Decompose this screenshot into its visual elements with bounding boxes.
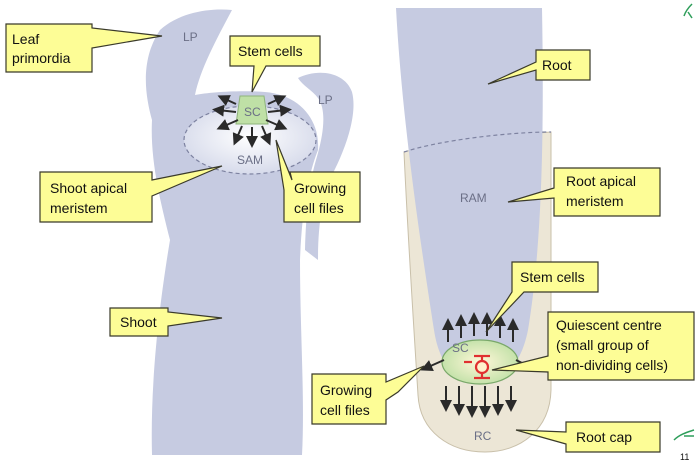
callout-texts: Leaf primordia Stem cells Shoot apical m… [12, 31, 668, 445]
page-number: 11 [680, 452, 689, 462]
callout-root-cap-text: Root cap [576, 429, 632, 445]
label-lp-right: LP [318, 93, 333, 107]
callout-growing-cell-files-root [311, 365, 425, 425]
callout-stem-cells-shoot [229, 35, 321, 93]
callout-quiescent-centre-text: Quiescent centre (small group of non-div… [556, 317, 668, 373]
ram-boundary [403, 131, 552, 153]
callout-stem-cells-root-text: Stem cells [520, 269, 585, 285]
callout-root [487, 49, 591, 85]
shoot-growth-arrows [212, 95, 292, 148]
shoot-diagram: LP LP SC SAM [145, 9, 354, 456]
shoot-body [145, 9, 319, 456]
label-ram: RAM [460, 191, 487, 205]
root-upward-arrows [442, 312, 519, 342]
label-sam: SAM [237, 153, 263, 167]
callout-root-text: Root [542, 57, 572, 73]
label-sc-shoot: SC [244, 105, 261, 119]
callout-shoot-apical-meristem [39, 165, 223, 223]
root-diagram: RAM SC RC [396, 8, 552, 453]
shoot-stem-cell-zone [235, 95, 269, 125]
callout-growing-cell-files-root-text: Growing cell files [320, 382, 376, 418]
callout-root-apical-meristem [507, 167, 661, 217]
callout-stem-cells-shoot-text: Stem cells [238, 43, 303, 59]
label-lp-left: LP [183, 30, 198, 44]
root-downward-arrows [440, 386, 517, 418]
annotation-marks [673, 3, 695, 441]
root-body [396, 8, 543, 382]
label-rc: RC [474, 429, 492, 443]
callout-stem-cells-root [485, 261, 599, 333]
callout-quiescent-centre [491, 311, 695, 381]
callouts [5, 23, 695, 453]
callout-shoot-apical-meristem-text: Shoot apical meristem [50, 180, 131, 216]
callout-leaf-primordia [5, 23, 163, 73]
callout-shoot [109, 307, 223, 337]
callout-growing-cell-files-shoot-text: Growing cell files [294, 180, 350, 216]
callout-root-cap [515, 421, 661, 453]
callout-root-apical-meristem-text: Root apical meristem [566, 173, 640, 209]
callout-growing-cell-files-shoot [275, 139, 361, 223]
label-sc-root: SC [452, 341, 469, 355]
callout-shoot-text: Shoot [120, 314, 157, 330]
quiescent-centre-marker [464, 354, 490, 380]
callout-leaf-primordia-text: Leaf primordia [12, 31, 71, 66]
